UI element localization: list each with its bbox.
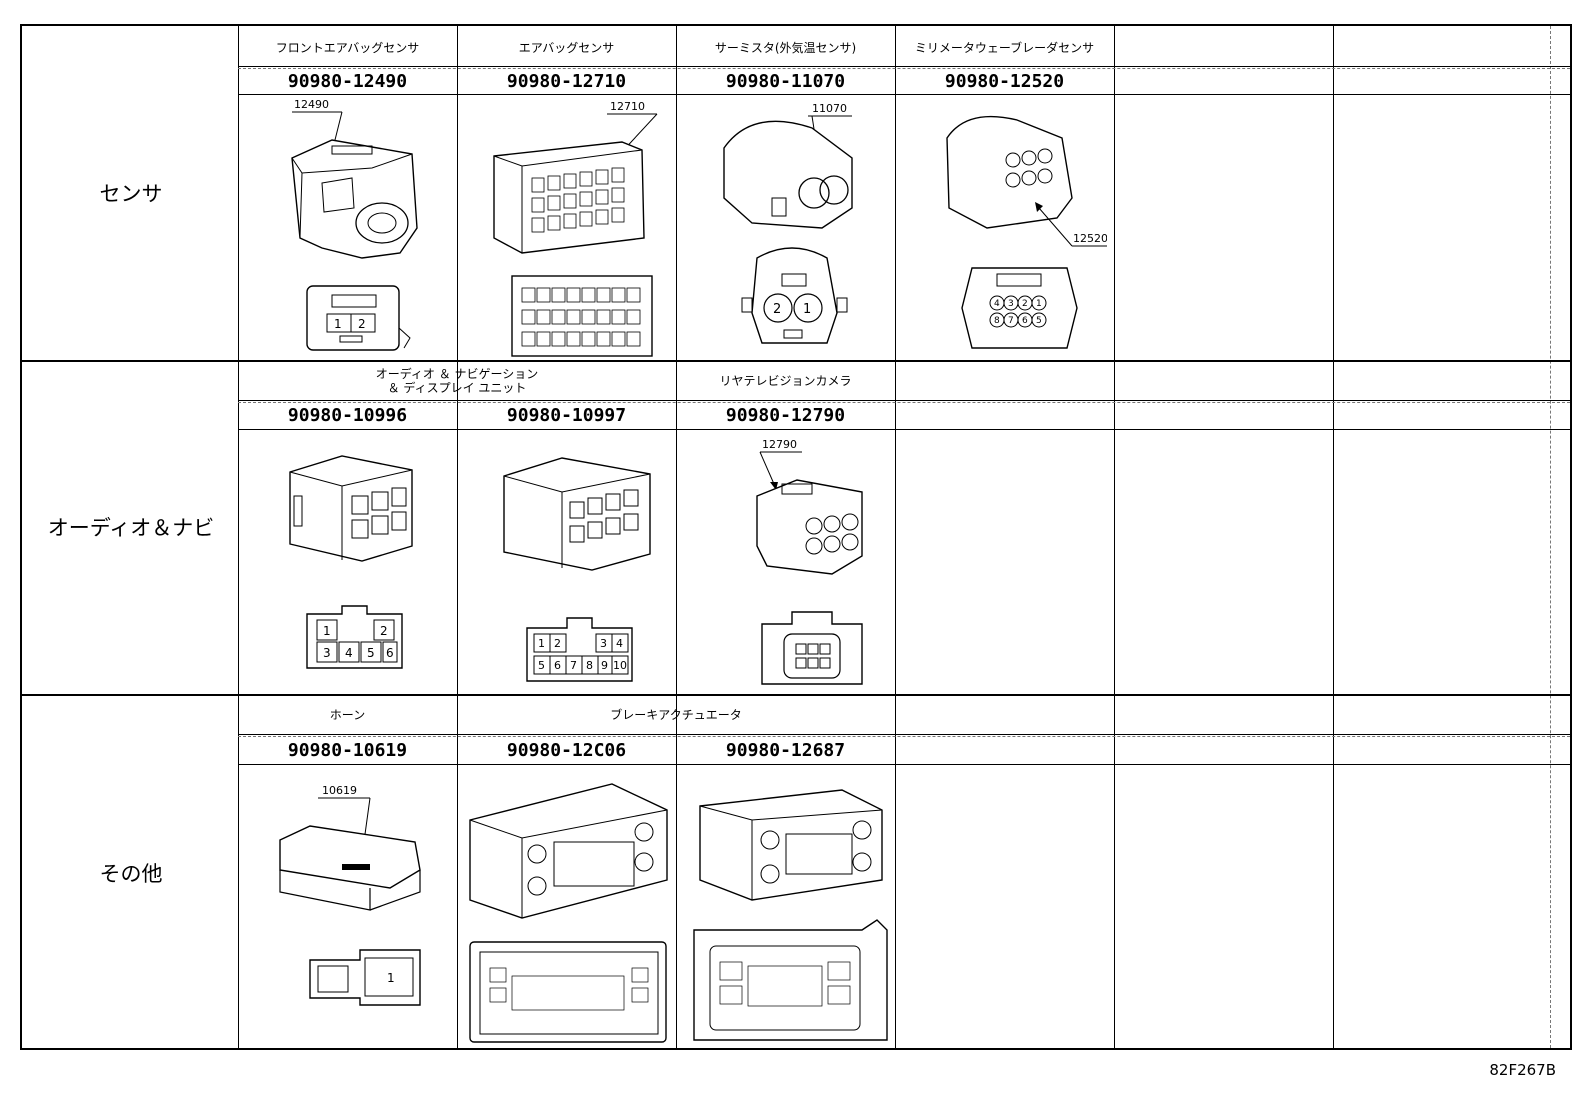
category-audio-navi: オーディオ＆ナビ [47,516,215,540]
part-number: 90980-12710 [506,70,627,92]
pin-number: 8 [586,659,593,672]
pin-number: 7 [1008,316,1014,326]
column-divider [457,26,458,1048]
connector-name-audio-navi: オーディオ ＆ ナビゲーション ＆ ディスプレイ ユニット [238,363,676,399]
pin-number: 3 [1008,299,1014,309]
row-divider [238,736,1570,737]
connector-name: エアバッグセンサ [518,41,615,55]
pin-number: 6 [1022,316,1028,326]
section-divider [22,694,1570,696]
pin-number: 3 [600,637,607,650]
row-divider [238,764,1570,765]
part-number: 90980-12790 [725,405,846,426]
row-divider [238,68,1570,69]
row-divider [238,94,1570,95]
connector-name: ブレーキアクチュエータ [610,708,742,722]
part-number: 90980-10997 [506,405,627,426]
category-other: その他 [99,862,163,886]
connector-drawing-12520: 12520 4 3 2 1 8 7 6 5 [927,98,1107,360]
connector-name: ホーン [329,708,366,722]
part-number: 90980-12490 [287,70,408,92]
column-divider [1550,26,1551,1048]
part-number: 90980-10996 [287,405,408,426]
section-divider [22,360,1570,362]
pin-number: 2 [1022,299,1028,309]
category-sensor: センサ [99,182,163,206]
connector-name-line: ＆ ディスプレイ ユニット [387,381,527,395]
pin-number: 8 [994,316,1000,326]
pin-number: 1 [323,624,331,638]
connector-drawing-10996: 1 2 3 4 5 6 [272,436,432,692]
callout-label: 10619 [322,784,357,797]
row-divider [238,400,1570,401]
column-divider [238,26,239,1048]
connector-name: フロントエアバッグセンサ [275,41,420,55]
connector-drawing-12710: 12710 [482,98,662,360]
pin-number: 1 [538,637,545,650]
part-number: 90980-12C06 [506,739,627,761]
pin-number: 1 [1036,299,1042,309]
connector-table: センサ オーディオ＆ナビ その他 フロントエアバッグセンサ エアバッグセンサ サ… [20,24,1572,1050]
pin-number: 10 [613,659,627,672]
connector-drawing-10997: 1 2 3 4 5 6 7 8 9 10 [492,436,662,692]
figure-code: 82F267B [1489,1061,1556,1079]
column-divider [1333,26,1334,1048]
pin-number: 1 [803,302,811,317]
column-divider [1114,26,1115,1048]
row-divider [238,734,1570,735]
pin-number: 1 [387,971,395,985]
part-number: 90980-12520 [944,70,1065,92]
column-divider [895,26,896,1048]
pin-number: 4 [616,637,623,650]
pin-number: 6 [386,646,394,660]
pin-number: 7 [570,659,577,672]
connector-drawing-11070: 11070 2 1 [712,98,872,360]
callout-label: 11070 [812,102,847,115]
pin-number: 9 [601,659,608,672]
row-divider [238,429,1570,430]
connector-drawing-12490: 12490 1 2 [272,98,432,358]
connector-drawing-12687 [682,770,892,1048]
pin-number: 5 [538,659,545,672]
row-divider [238,66,1570,67]
connector-name: リヤテレビジョンカメラ [719,374,852,388]
part-number: 90980-10619 [287,739,408,761]
pin-number: 2 [773,302,781,317]
connector-name-line: オーディオ ＆ ナビゲーション [375,367,539,381]
part-number: 90980-11070 [725,70,846,92]
pin-number: 1 [334,317,342,331]
row-divider [238,402,1570,403]
connector-name: ミリメータウェーブレーダセンサ [914,41,1095,55]
connector-drawing-10619: 10619 1 [270,770,440,1046]
pin-number: 3 [323,646,331,660]
pin-number: 4 [345,646,353,660]
pin-number: 2 [554,637,561,650]
pin-number: 5 [1036,316,1042,326]
pin-number: 6 [554,659,561,672]
pin-number: 2 [358,317,366,331]
callout-label: 12710 [610,100,645,113]
column-divider [676,26,677,1048]
connector-drawing-12790: 12790 [722,436,882,692]
pin-number: 4 [994,299,1000,309]
connector-name: サーミスタ(外気温センサ) [714,41,857,55]
pin-number: 5 [367,646,375,660]
connector-drawing-12C06 [462,770,674,1048]
part-number: 90980-12687 [725,739,846,761]
callout-label: 12790 [762,438,797,451]
pin-number: 2 [380,624,388,638]
callout-label: 12490 [294,98,329,111]
callout-label: 12520 [1073,232,1107,245]
